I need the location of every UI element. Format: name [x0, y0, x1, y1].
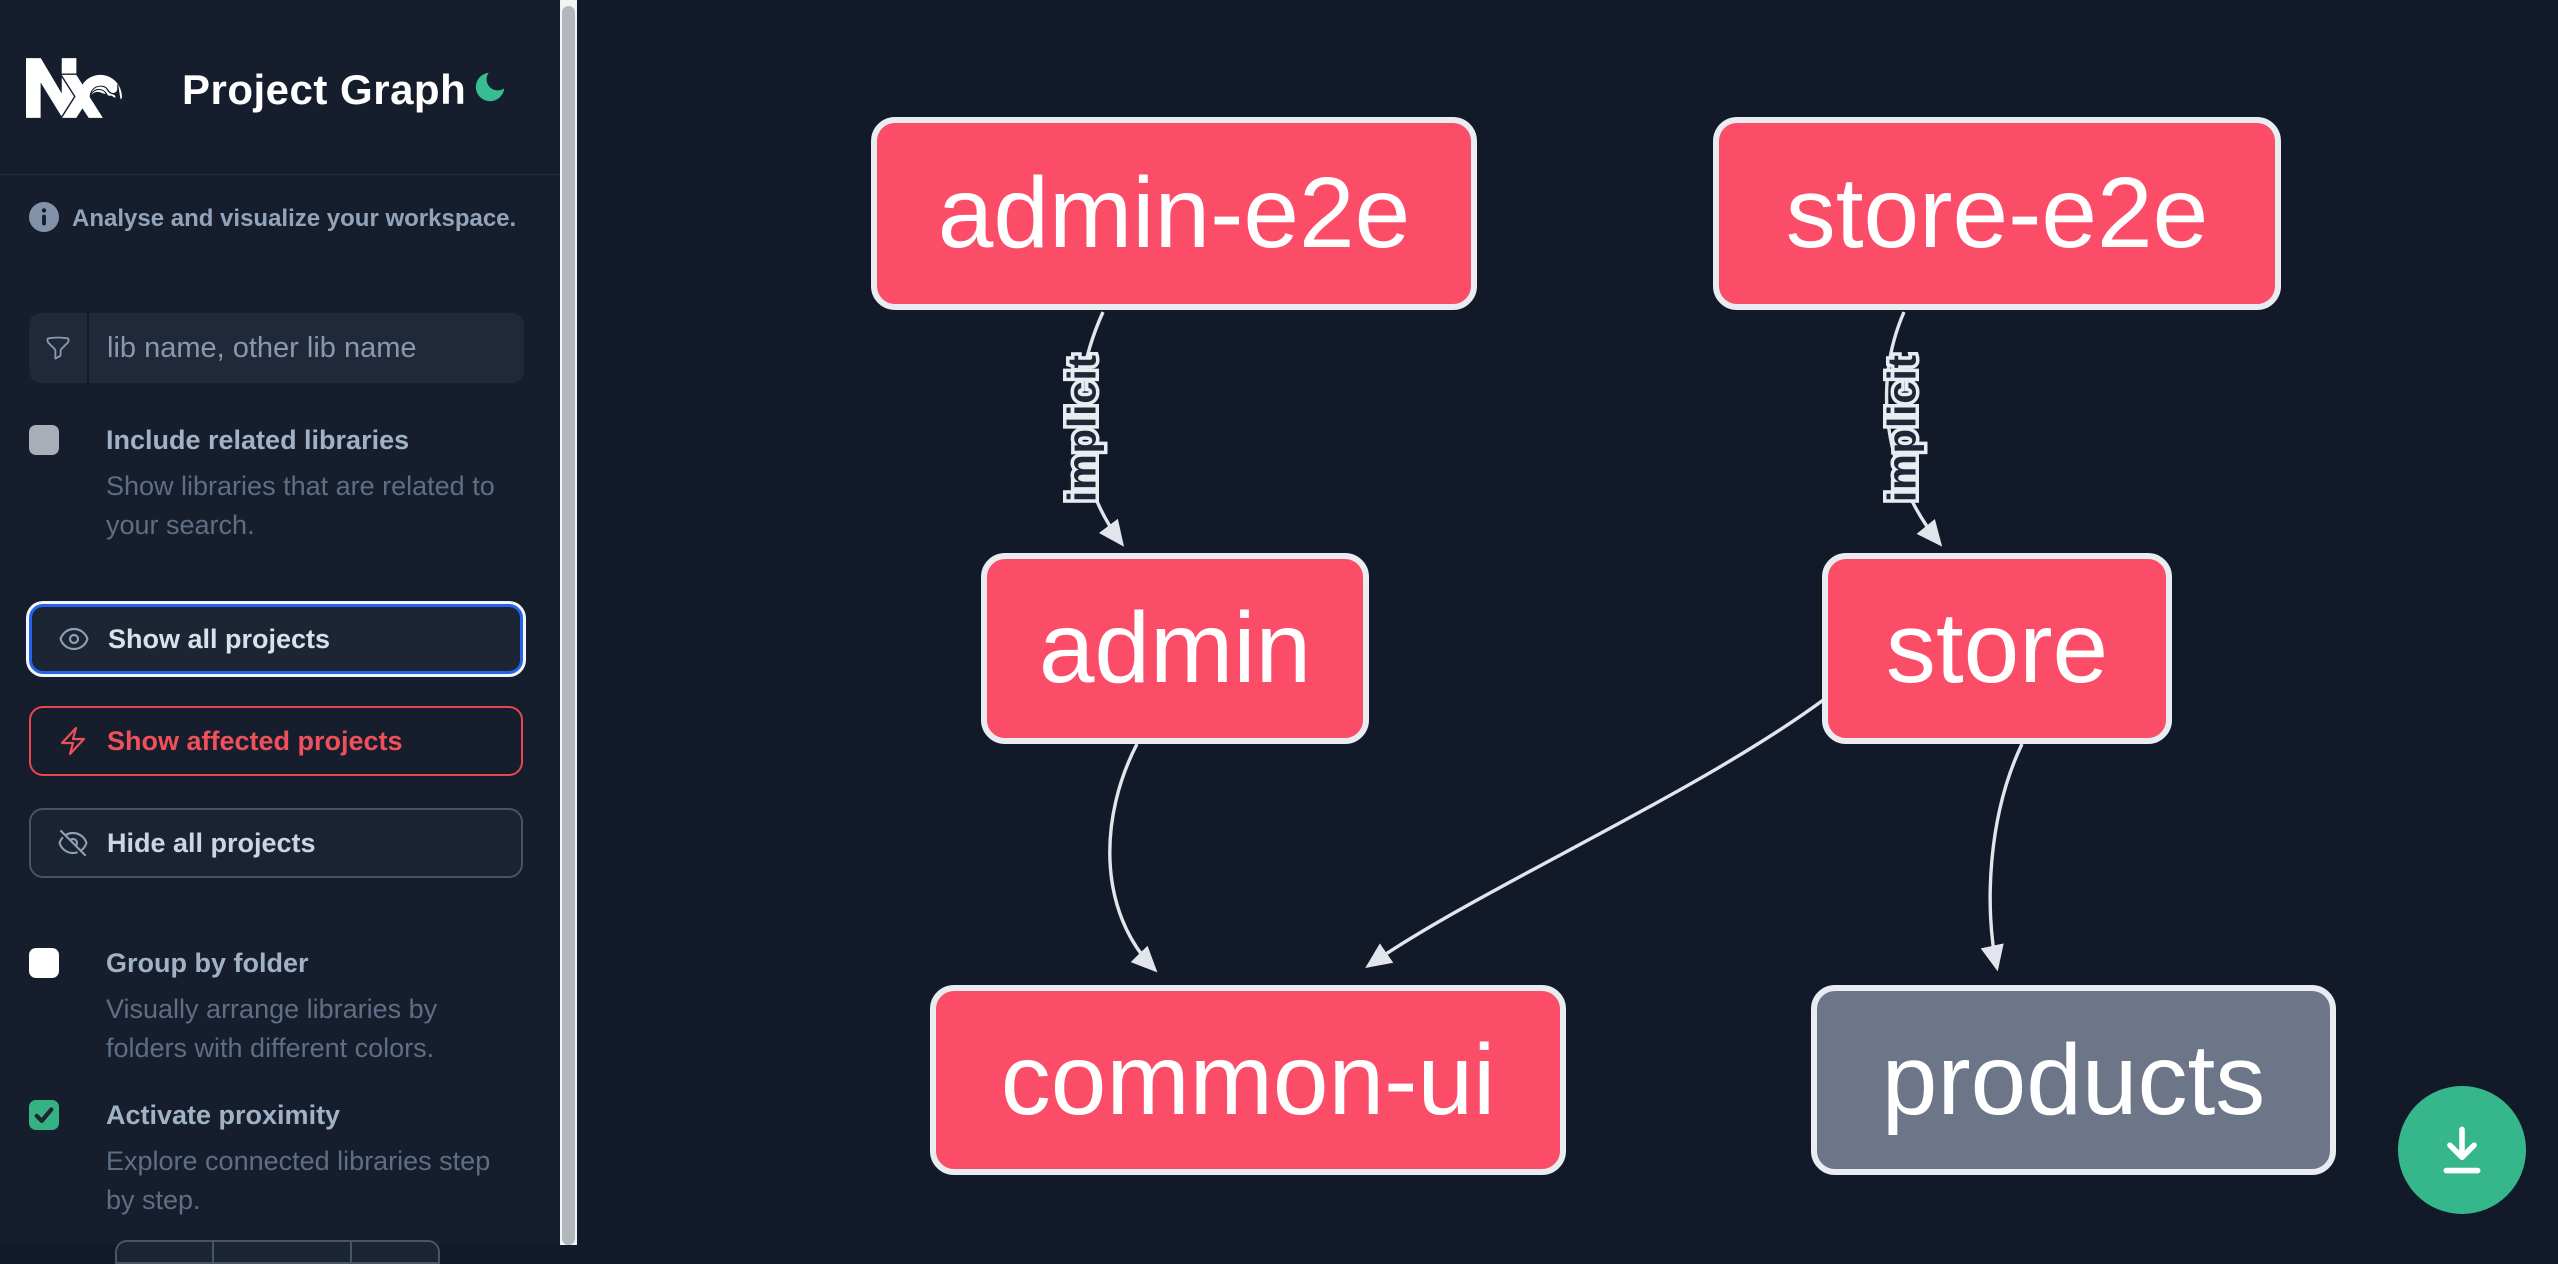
edge-store-e2e-store — [1884, 311, 1943, 547]
edge-admin-e2e-admin — [1077, 311, 1125, 547]
show-affected-projects-button[interactable]: Show affected projects — [29, 706, 523, 776]
segment-divider — [212, 1242, 214, 1262]
edge-store-products — [1980, 743, 2024, 972]
graph-node-common-ui[interactable]: common-ui — [930, 985, 1566, 1175]
option-activate-proximity: Activate proximity Explore connected lib… — [29, 1098, 523, 1220]
activate-proximity-checkbox[interactable] — [29, 1100, 59, 1130]
theme-toggle-button[interactable] — [468, 66, 512, 110]
option-group-by-folder: Group by folder Visually arrange librari… — [29, 946, 523, 1068]
tagline: Analyse and visualize your workspace. — [72, 205, 517, 232]
segmented-control-partial[interactable] — [115, 1240, 440, 1264]
graph-node-store[interactable]: store — [1822, 553, 2172, 744]
segment-divider — [350, 1242, 352, 1262]
bolt-icon — [60, 726, 86, 756]
nx-logo — [26, 58, 122, 118]
info-icon — [29, 202, 59, 232]
scrollbar-thumb[interactable] — [562, 6, 575, 1245]
include-related-checkbox[interactable] — [29, 425, 59, 455]
option-description: Explore connected libraries step by step… — [106, 1146, 491, 1215]
option-description: Visually arrange libraries by folders wi… — [106, 994, 438, 1063]
edge-store-common-ui — [1365, 696, 1828, 968]
eye-icon — [59, 627, 89, 651]
filter-segment — [29, 313, 89, 383]
graph-node-products[interactable]: products — [1811, 985, 2336, 1175]
edge-label-implicit: implicit — [1881, 354, 1925, 502]
edge-admin-common-ui — [1108, 743, 1158, 973]
option-include-related: Include related libraries Show libraries… — [29, 423, 523, 545]
option-label: Group by folder — [106, 948, 309, 978]
download-icon — [2443, 1126, 2481, 1174]
option-label: Include related libraries — [106, 425, 410, 455]
graph-node-store-e2e[interactable]: store-e2e — [1713, 117, 2281, 310]
page-title: Project Graph — [182, 66, 467, 113]
graph-node-admin[interactable]: admin — [981, 553, 1369, 744]
button-label: Show affected projects — [107, 725, 403, 756]
button-label: Hide all projects — [107, 827, 316, 858]
download-graph-button[interactable] — [2398, 1086, 2526, 1214]
eye-slash-icon — [58, 829, 88, 857]
option-label: Activate proximity — [106, 1100, 341, 1130]
moon-icon — [475, 72, 505, 101]
funnel-icon — [46, 336, 70, 360]
edge-label-implicit: implicit — [1061, 354, 1105, 502]
button-label: Show all projects — [108, 623, 331, 654]
show-all-projects-button[interactable]: Show all projects — [29, 604, 523, 674]
checkmark-icon — [34, 1107, 54, 1123]
search-input[interactable] — [89, 313, 522, 383]
group-by-folder-checkbox[interactable] — [29, 948, 59, 978]
sidebar-header: Project Graph — [0, 0, 560, 175]
sidebar: Project Graph Analyse and visualize your… — [0, 0, 560, 1264]
search-box — [29, 313, 524, 383]
option-description: Show libraries that are related to your … — [106, 471, 495, 540]
sidebar-scrollbar[interactable] — [560, 0, 577, 1245]
hide-all-projects-button[interactable]: Hide all projects — [29, 808, 523, 878]
graph-node-admin-e2e[interactable]: admin-e2e — [871, 117, 1477, 310]
